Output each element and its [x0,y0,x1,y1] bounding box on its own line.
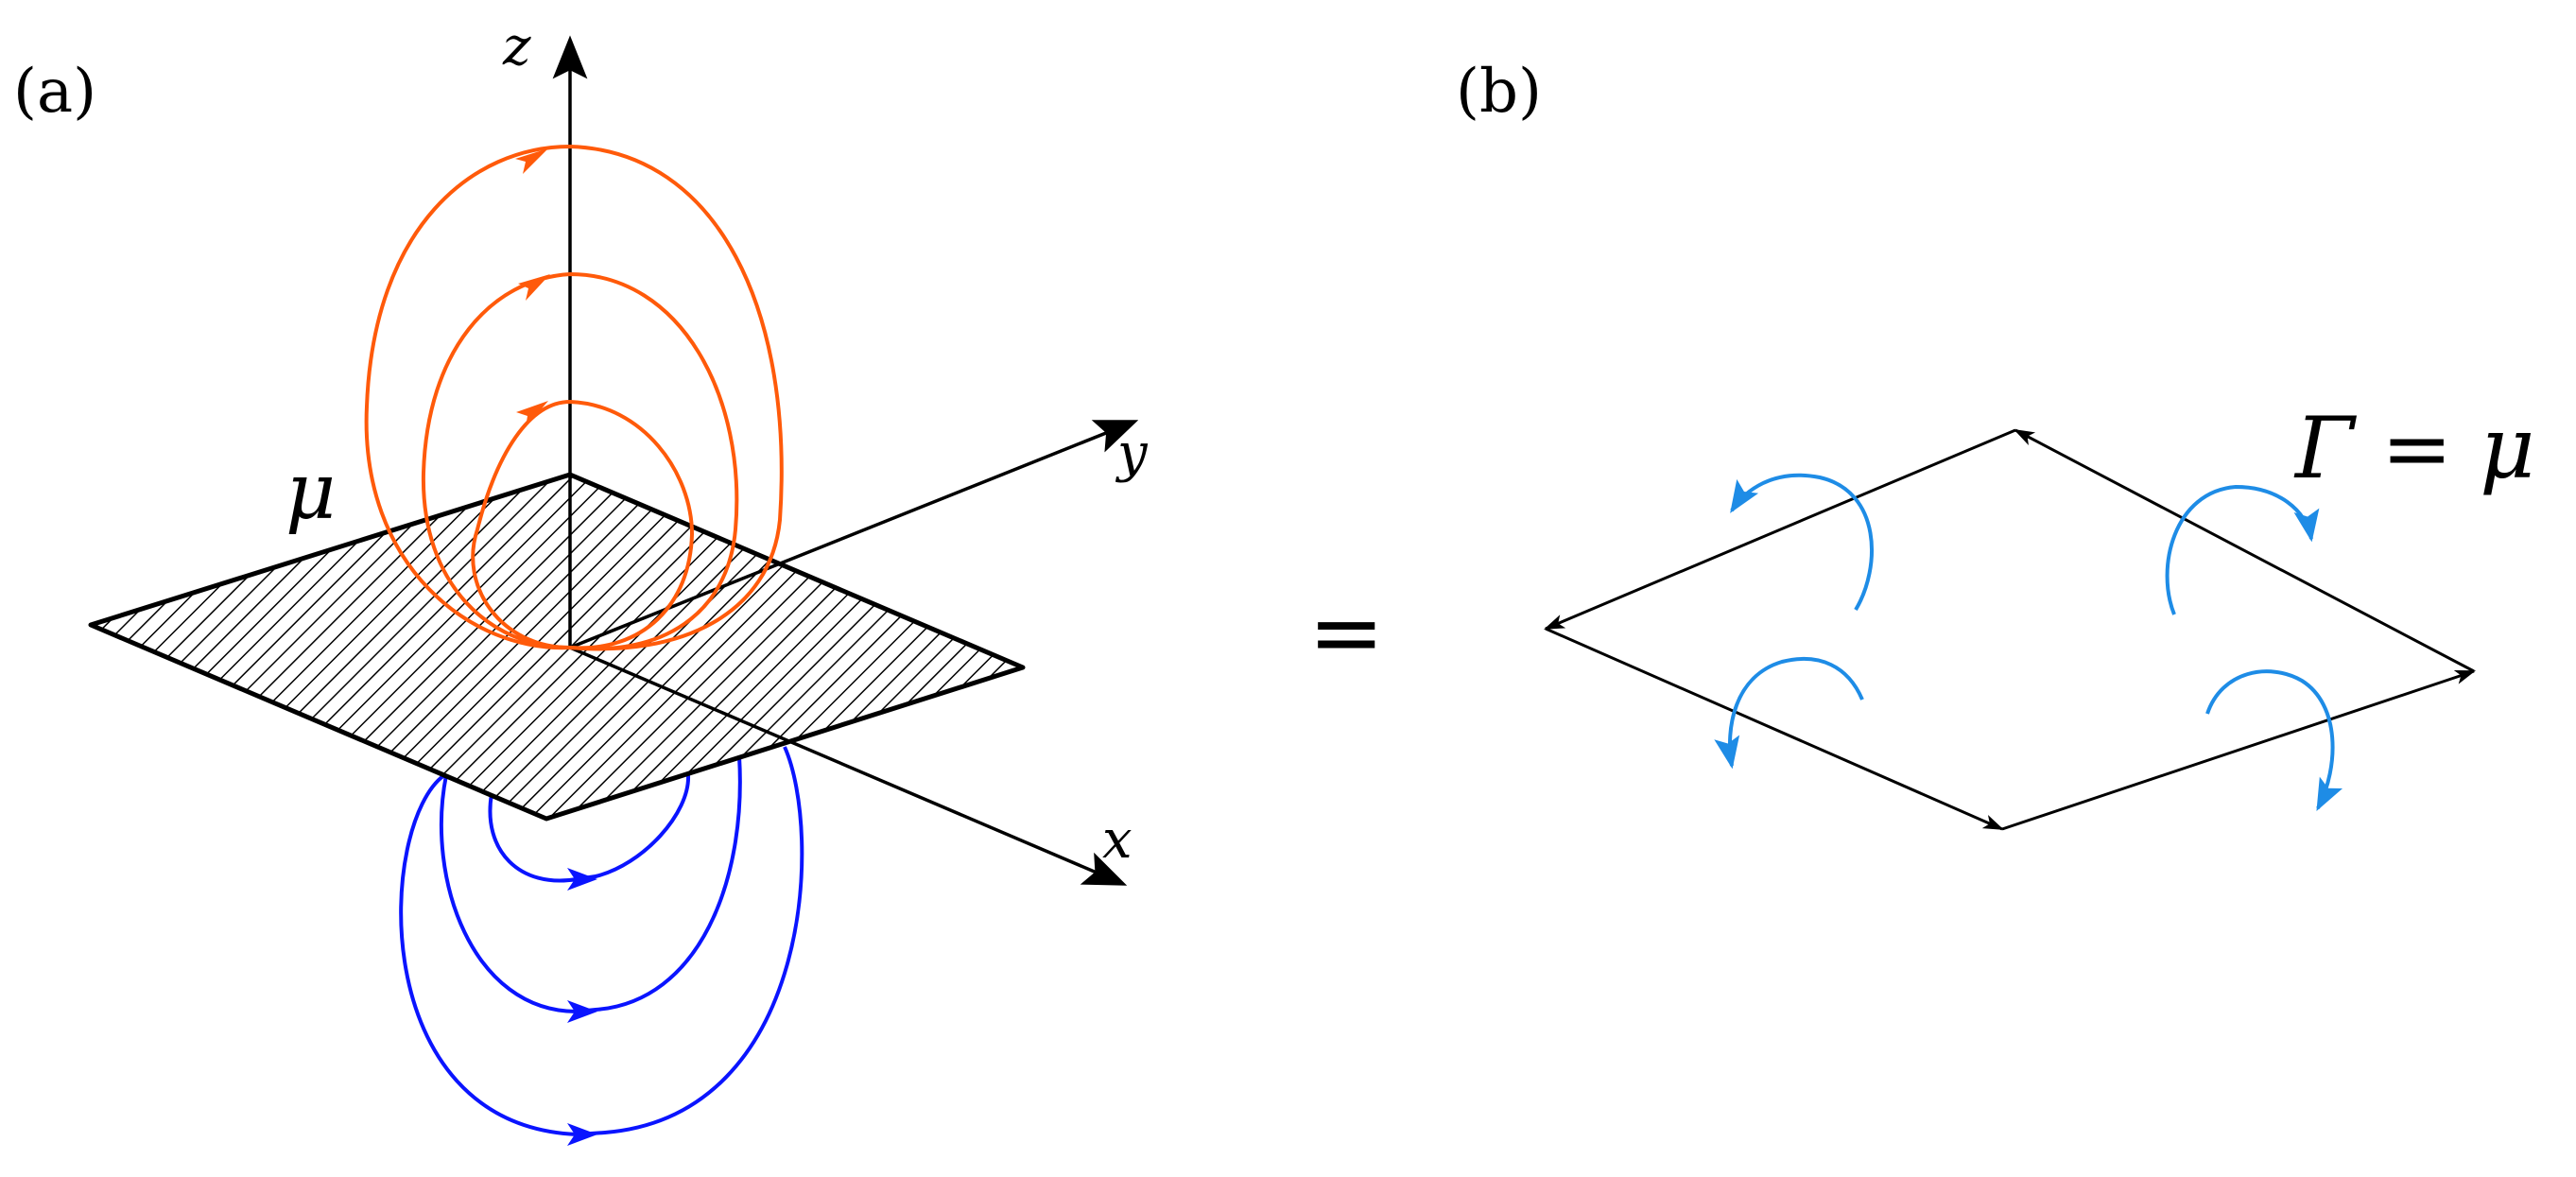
vortex-top-right [2165,484,2320,615]
upper-loop-large [364,144,784,651]
x-axis [569,646,1128,886]
edge-top-right [2014,428,2475,673]
circulation-edges [1543,428,2477,831]
vortex-bottom-right [2205,669,2343,812]
edge-bottom-right [2001,669,2477,831]
panel-a: (a) z y x μ [13,16,1149,1146]
arrow-blue-small [567,868,597,891]
panel-a-label: (a) [13,57,96,127]
arrow-orange-large [515,148,548,174]
panel-b: (b) Γ = μ [1456,57,2535,831]
arrow-orange-medium [518,274,550,301]
equals-sign: = [1308,580,1384,685]
upper-loop-medium [421,271,739,651]
upper-field-loops [364,144,784,651]
arrow-blue-medium [567,1000,597,1023]
edge-bottom-left [1545,627,2005,831]
vortex-bottom-left [1714,656,1864,770]
x-axis-label: x [1102,809,1132,871]
y-axis-label: y [1115,423,1149,484]
upper-loop-arrows [515,148,550,427]
plate-mu-label: μ [285,447,336,537]
arrow-blue-large [567,1123,597,1146]
lower-loop-large [399,746,804,1137]
panel-b-label: (b) [1456,57,1542,127]
z-axis-label: z [502,16,531,78]
vortex-arrows [1714,473,2343,812]
lower-loop-arrows [567,868,597,1146]
arrow-orange-small [516,401,548,427]
gamma-equation: Γ = μ [2293,399,2535,498]
edge-top-left [1543,428,2016,631]
upper-loop-small [471,399,695,650]
lower-field-loops [399,746,804,1137]
vortex-top-left [1730,473,1875,612]
